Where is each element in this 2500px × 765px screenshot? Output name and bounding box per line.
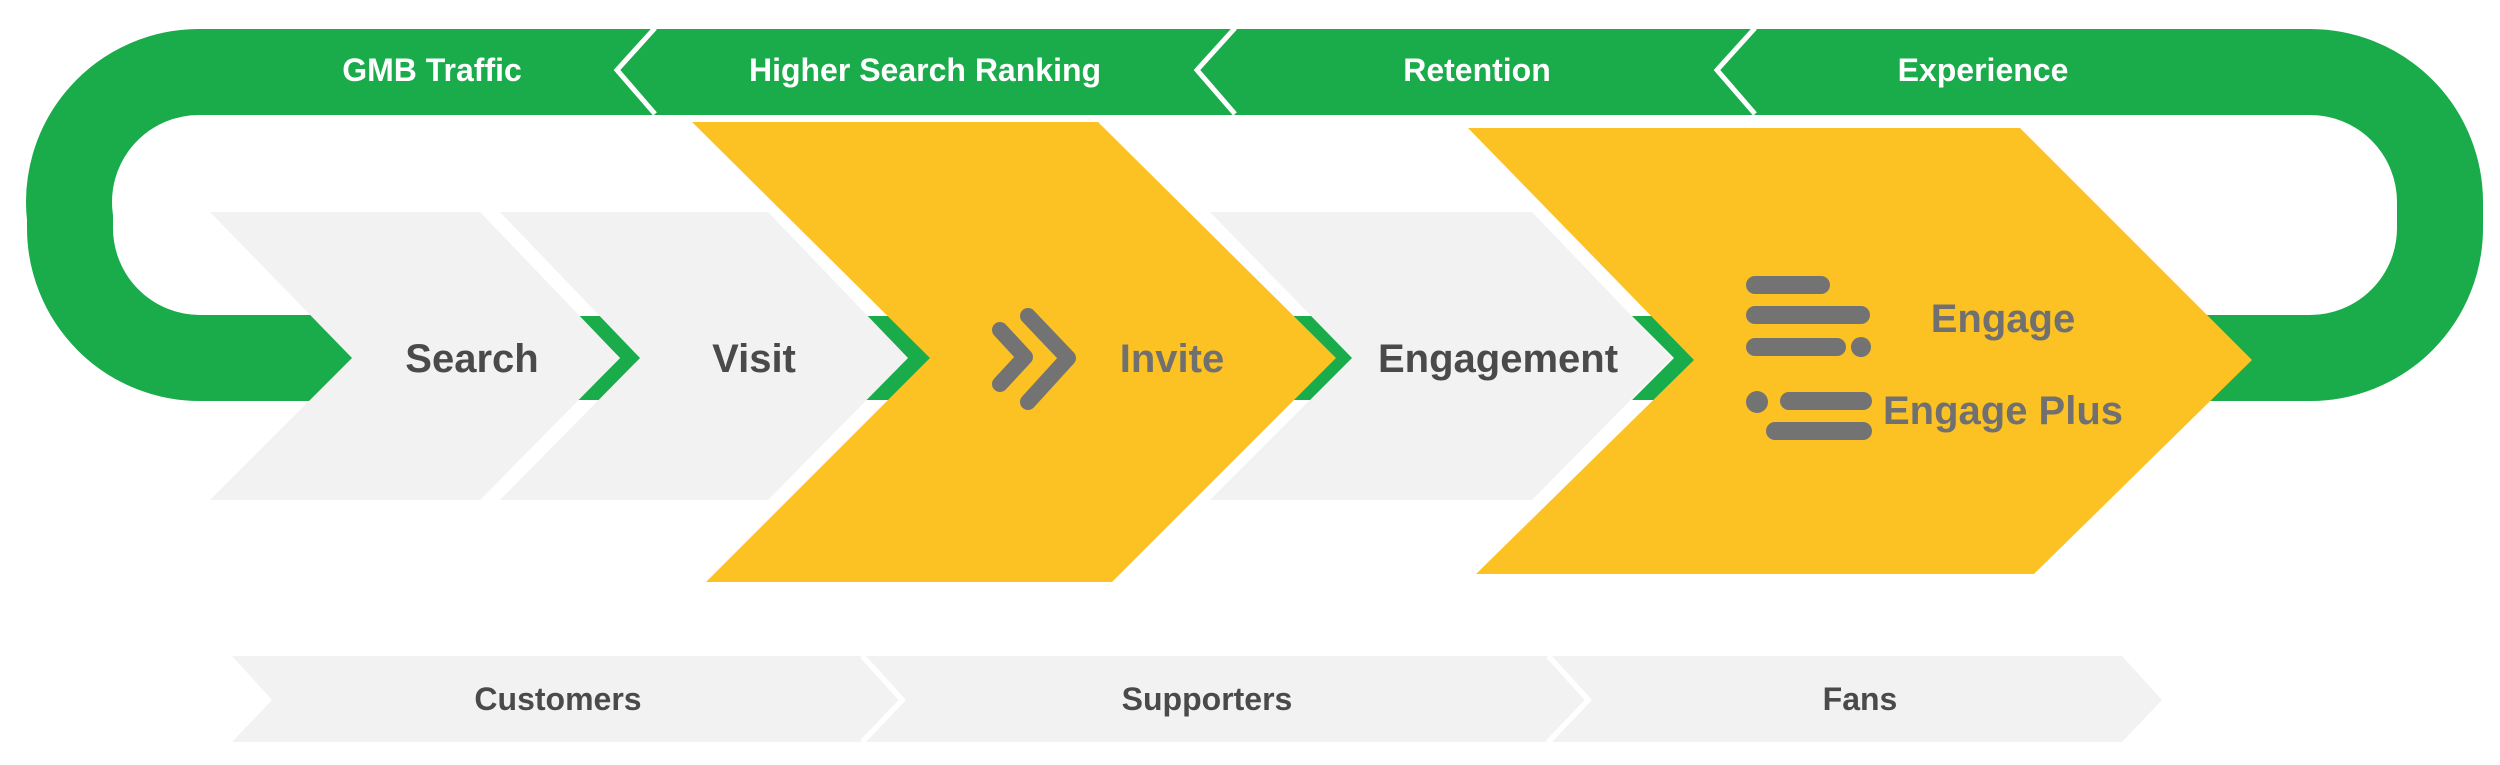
bottom-divider-2 [1546,654,1592,744]
step-label-engagement: Engagement [1378,337,1618,381]
bottom-label-fans: Fans [1823,681,1898,717]
bottom-label-supporters: Supporters [1122,681,1293,717]
step-label-search: Search [405,337,538,381]
top-divider-2 [1193,26,1237,116]
bottom-segment-fans [1552,656,2162,742]
step-visit-chevron [500,212,908,500]
top-label-higher-search-ranking: Higher Search Ranking [749,52,1101,88]
text-lines-icon [1746,276,1871,357]
connector-arrow-2 [866,316,936,400]
step-engagement-chevron [1210,212,1672,500]
top-divider-3 [1713,26,1757,116]
top-divider-1 [613,26,657,116]
step-label-visit: Visit [712,337,796,381]
step-label-engage: Engage [1931,297,2075,341]
step-label-invite: Invite [1120,337,1224,381]
connector-arrow-1 [578,316,650,400]
bottom-band [232,654,2162,744]
dotted-list-icon [1746,391,1872,440]
connector-arrow-3 [1290,316,1358,400]
top-band-dividers [613,26,1757,116]
bottom-divider-1 [860,654,906,744]
bottom-segment-customers [232,656,902,742]
green-loop-track [26,28,2483,401]
top-label-gmb-traffic: GMB Traffic [342,52,522,88]
bottom-label-customers: Customers [474,681,641,717]
double-chevron-right-icon [992,308,1076,410]
top-label-experience: Experience [1898,52,2069,88]
step-connectors [578,316,1706,400]
step-search-chevron [210,212,620,500]
bottom-segment-supporters [866,656,1588,742]
step-label-engage-plus: Engage Plus [1883,389,2123,433]
top-label-retention: Retention [1403,52,1551,88]
